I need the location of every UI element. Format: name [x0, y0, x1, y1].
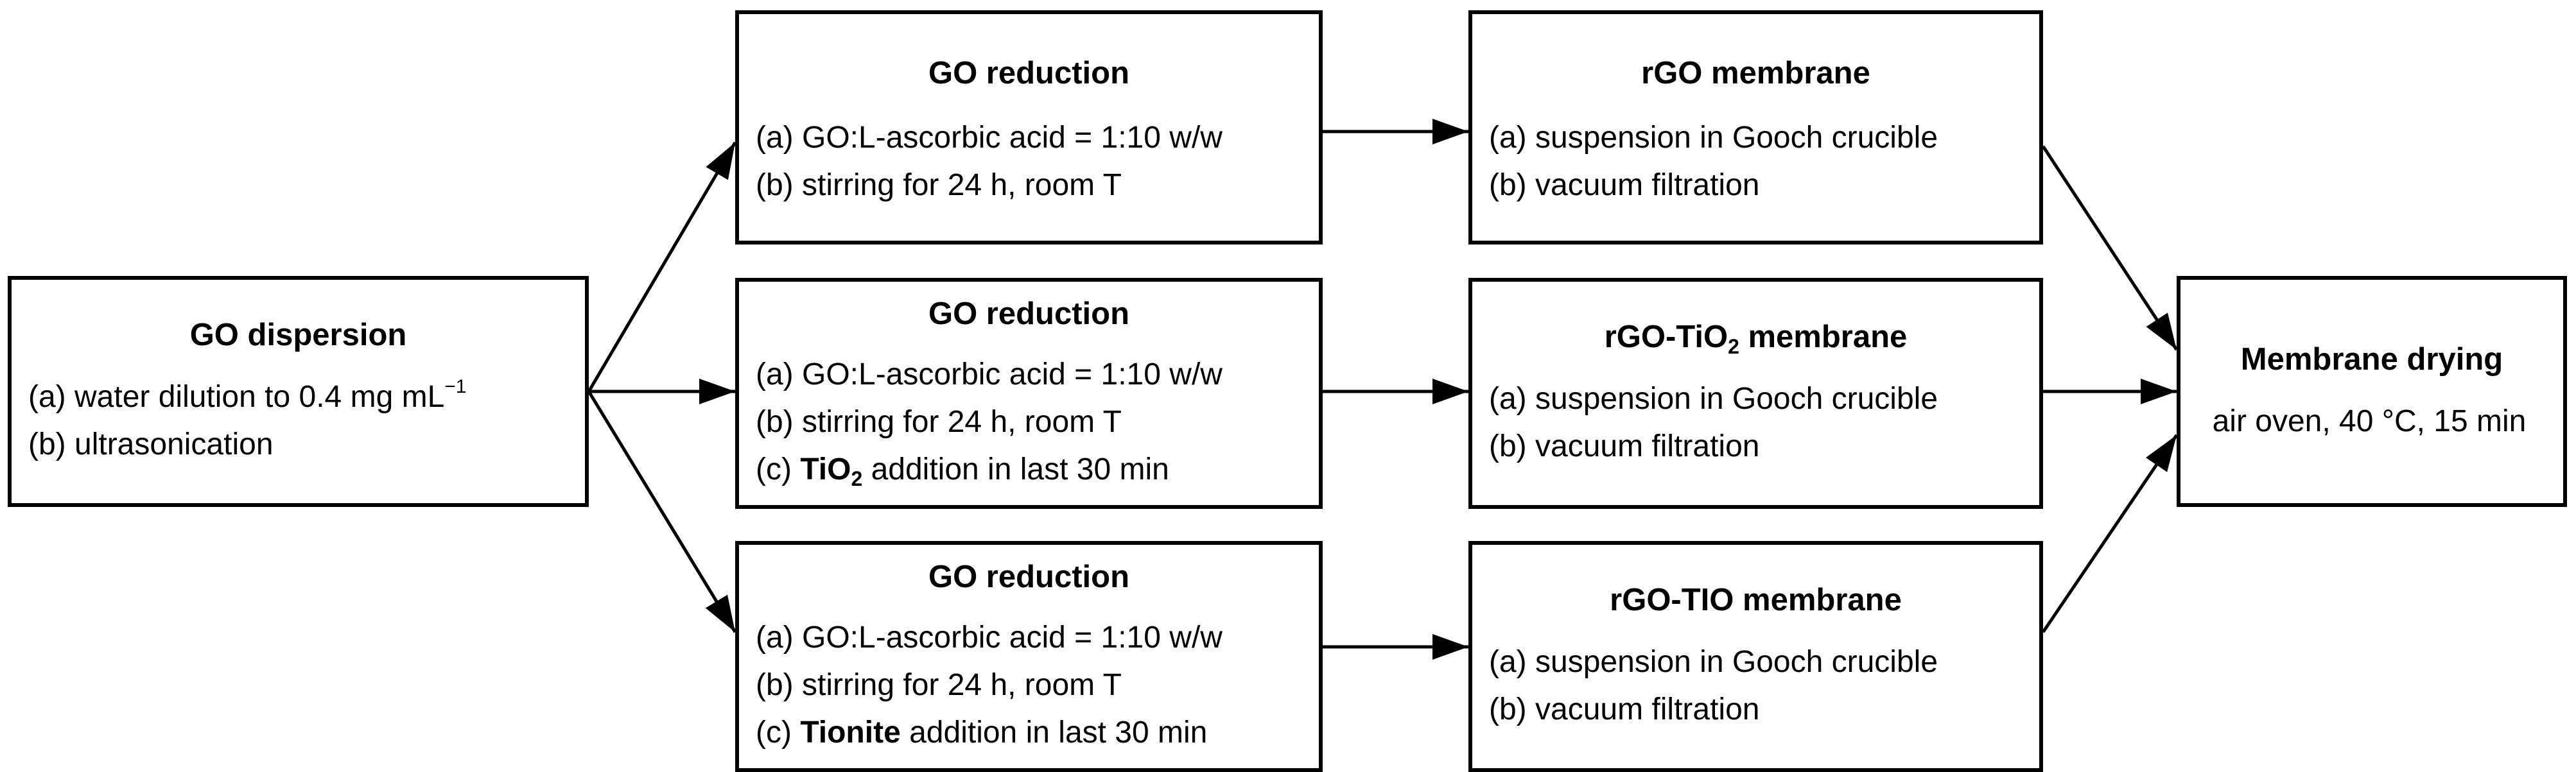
- box-line: (b) stirring for 24 h, room T: [756, 405, 1122, 439]
- box-membrane-drying: Membrane drying air oven, 40 °C, 15 min: [2177, 276, 2567, 507]
- box-title: rGO-TiO2 membrane: [1604, 320, 1908, 358]
- box-title: GO reduction: [928, 296, 1130, 331]
- box-body: (a) suspension in Gooch crucible (b) vac…: [1472, 375, 2039, 470]
- box-title: rGO membrane: [1641, 56, 1870, 90]
- box-line: (a) suspension in Gooch crucible: [1489, 121, 1938, 155]
- box-body: (a) GO:L-ascorbic acid = 1:10 w/w (b) st…: [739, 351, 1319, 493]
- box-title: GO reduction: [928, 560, 1130, 594]
- box-line: (a) suspension in Gooch crucible: [1489, 382, 1938, 416]
- box-line: (a) water dilution to 0.4 mg mL−1: [28, 376, 467, 415]
- box-go-reduction-tio2: GO reduction (a) GO:L-ascorbic acid = 1:…: [735, 278, 1323, 509]
- box-body: air oven, 40 °C, 15 min: [2180, 398, 2563, 445]
- box-line: (a) suspension in Gooch crucible: [1489, 645, 1938, 679]
- box-go-reduction-rgo: GO reduction (a) GO:L-ascorbic acid = 1:…: [735, 10, 1323, 244]
- box-body: (a) suspension in Gooch crucible (b) vac…: [1472, 639, 2039, 733]
- box-line: (b) stirring for 24 h, room T: [756, 168, 1122, 202]
- box-rgo-membrane: rGO membrane (a) suspension in Gooch cru…: [1468, 10, 2043, 244]
- arrow-dispersion-to-reduction-bottom: [587, 390, 737, 633]
- box-line: (c) TiO2 addition in last 30 min: [756, 452, 1169, 490]
- box-body: (a) suspension in Gooch crucible (b) vac…: [1472, 114, 2039, 209]
- box-line: (a) GO:L-ascorbic acid = 1:10 w/w: [756, 357, 1223, 391]
- box-title: GO reduction: [928, 56, 1130, 90]
- box-line: (a) GO:L-ascorbic acid = 1:10 w/w: [756, 621, 1223, 655]
- box-rgo-tio-membrane: rGO-TIO membrane (a) suspension in Gooch…: [1468, 541, 2043, 772]
- arrow-rgo-membrane-to-drying: [2041, 145, 2179, 351]
- box-line: (b) vacuum filtration: [1489, 692, 1760, 726]
- box-go-dispersion: GO dispersion (a) water dilution to 0.4 …: [8, 276, 589, 507]
- box-title: GO dispersion: [189, 318, 407, 352]
- box-line: air oven, 40 °C, 15 min: [2212, 404, 2527, 438]
- box-title: Membrane drying: [2240, 342, 2503, 377]
- box-line: (a) GO:L-ascorbic acid = 1:10 w/w: [756, 121, 1223, 155]
- box-rgo-tio2-membrane: rGO-TiO2 membrane (a) suspension in Gooc…: [1468, 278, 2043, 509]
- box-line: (b) ultrasonication: [28, 427, 274, 461]
- box-line: (b) vacuum filtration: [1489, 429, 1760, 463]
- box-line: (b) vacuum filtration: [1489, 168, 1760, 202]
- box-title: rGO-TIO membrane: [1610, 583, 1902, 617]
- box-line: (c) Tionite addition in last 30 min: [756, 716, 1208, 750]
- box-line: (b) stirring for 24 h, room T: [756, 668, 1122, 702]
- box-body: (a) GO:L-ascorbic acid = 1:10 w/w (b) st…: [739, 614, 1319, 757]
- box-body: (a) water dilution to 0.4 mg mL−1 (b) ul…: [12, 373, 585, 468]
- arrow-rgo-tio-membrane-to-drying: [2041, 434, 2179, 633]
- arrow-dispersion-to-reduction-top: [587, 141, 737, 393]
- box-go-reduction-tionite: GO reduction (a) GO:L-ascorbic acid = 1:…: [735, 541, 1323, 772]
- box-body: (a) GO:L-ascorbic acid = 1:10 w/w (b) st…: [739, 114, 1319, 209]
